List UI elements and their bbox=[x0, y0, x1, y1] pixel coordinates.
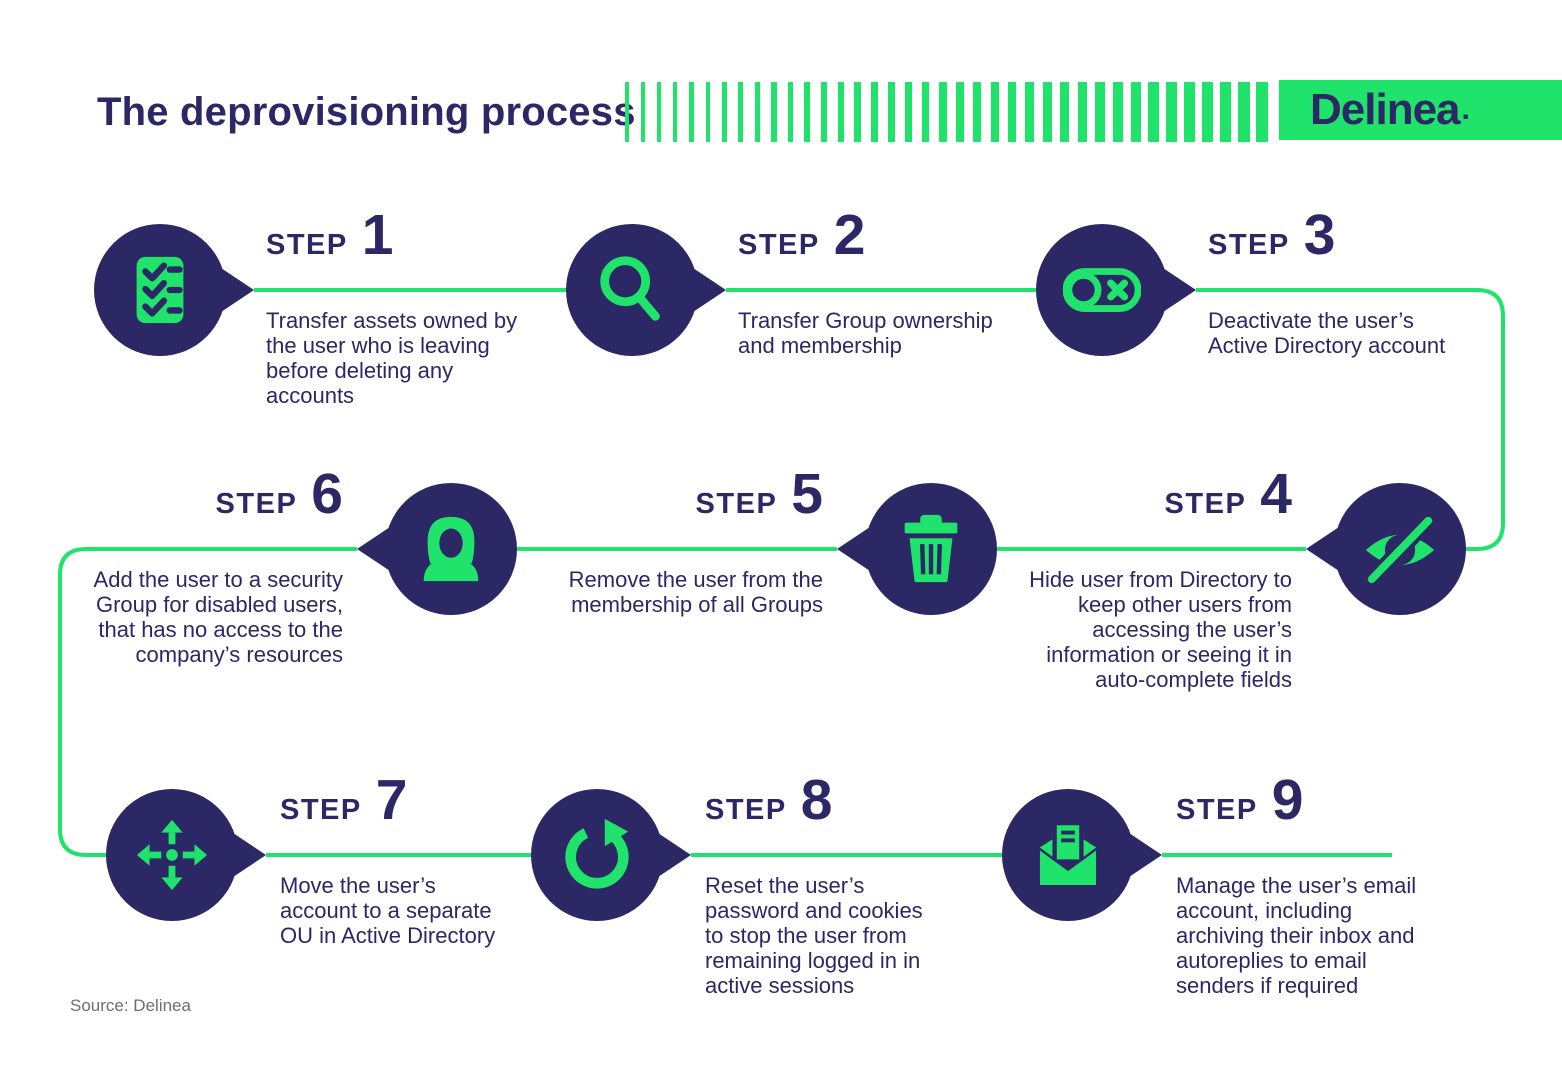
eye-slash-icon bbox=[1365, 516, 1435, 584]
barcode-bar bbox=[657, 82, 661, 142]
delinea-logo: Delinea. bbox=[1279, 80, 1562, 140]
search-icon bbox=[600, 256, 660, 321]
step-1-description: Transfer assets owned by the user who is… bbox=[266, 308, 518, 408]
email-open-icon bbox=[1037, 822, 1099, 888]
step-8-bubble bbox=[531, 789, 663, 921]
barcode-bar bbox=[771, 82, 777, 142]
barcode-bar bbox=[956, 82, 965, 142]
delinea-logo-text: Delinea bbox=[1310, 85, 1461, 134]
barcode-bar bbox=[1148, 82, 1159, 142]
step-3-description: Deactivate the user’s Active Directory a… bbox=[1208, 308, 1446, 358]
barcode-bar bbox=[871, 82, 878, 142]
barcode-bar bbox=[787, 82, 794, 142]
refresh-icon bbox=[565, 818, 629, 889]
source-credit: Source: Delinea bbox=[70, 996, 191, 1015]
barcode-bar bbox=[1060, 82, 1070, 142]
barcode-bar bbox=[921, 82, 930, 142]
barcode-bar bbox=[973, 82, 982, 142]
barcode-bar bbox=[754, 82, 760, 142]
barcode-bar bbox=[1238, 82, 1250, 142]
step-7-description: Move the user’s account to a separate OU… bbox=[280, 873, 496, 948]
barcode-bar bbox=[1007, 82, 1017, 142]
barcode-bar bbox=[641, 82, 645, 142]
barcode-bar bbox=[1166, 82, 1177, 142]
barcode-bar bbox=[1130, 82, 1141, 142]
move-icon bbox=[136, 819, 208, 891]
step-7-bubble bbox=[106, 789, 238, 921]
barcode-bar bbox=[1184, 82, 1195, 142]
barcode-bar bbox=[939, 82, 947, 142]
barcode-bar bbox=[673, 82, 678, 142]
trash-icon bbox=[904, 514, 958, 583]
step-8-description: Reset the user’s password and cookies to… bbox=[705, 873, 923, 998]
step-1-bubble bbox=[94, 224, 226, 356]
step-5-description: Remove the user from the membership of a… bbox=[568, 567, 823, 617]
checklist-icon bbox=[136, 256, 184, 324]
step-6-bubble bbox=[385, 483, 517, 615]
logo-trademark-dot: . bbox=[1461, 93, 1470, 126]
barcode-bar bbox=[1025, 82, 1034, 142]
barcode-bar bbox=[854, 82, 861, 142]
barcode-bar bbox=[1256, 82, 1269, 142]
barcode-bar bbox=[820, 82, 827, 142]
step-4-description: Hide user from Directory to keep other u… bbox=[1029, 567, 1292, 692]
step-5-bubble bbox=[865, 483, 997, 615]
barcode-bar bbox=[705, 82, 711, 142]
barcode-bar bbox=[1112, 82, 1123, 142]
step-2-bubble bbox=[566, 224, 698, 356]
step-3-bubble bbox=[1036, 224, 1168, 356]
toggle-off-icon bbox=[1063, 268, 1141, 312]
barcode-bar bbox=[625, 82, 629, 142]
barcode bbox=[625, 82, 1275, 142]
step-9-description: Manage the user’s email account, includi… bbox=[1176, 873, 1417, 998]
barcode-bar bbox=[1042, 82, 1052, 142]
barcode-bar bbox=[721, 82, 727, 142]
barcode-bar bbox=[1095, 82, 1105, 142]
step-9-bubble bbox=[1002, 789, 1134, 921]
barcode-bar bbox=[837, 82, 844, 142]
barcode-bar bbox=[1077, 82, 1088, 142]
barcode-bar bbox=[738, 82, 744, 142]
barcode-bar bbox=[904, 82, 913, 142]
step-4-bubble bbox=[1334, 483, 1466, 615]
user-icon bbox=[423, 516, 479, 582]
barcode-bar bbox=[689, 82, 694, 142]
page-title: The deprovisioning process bbox=[97, 90, 636, 134]
step-2-description: Transfer Group ownership and membership bbox=[738, 308, 993, 358]
barcode-bar bbox=[804, 82, 811, 142]
step-6-description: Add the user to a security Group for dis… bbox=[93, 567, 343, 667]
barcode-bar bbox=[887, 82, 895, 142]
barcode-bar bbox=[1202, 82, 1214, 142]
barcode-bar bbox=[1220, 82, 1232, 142]
barcode-bar bbox=[990, 82, 999, 142]
